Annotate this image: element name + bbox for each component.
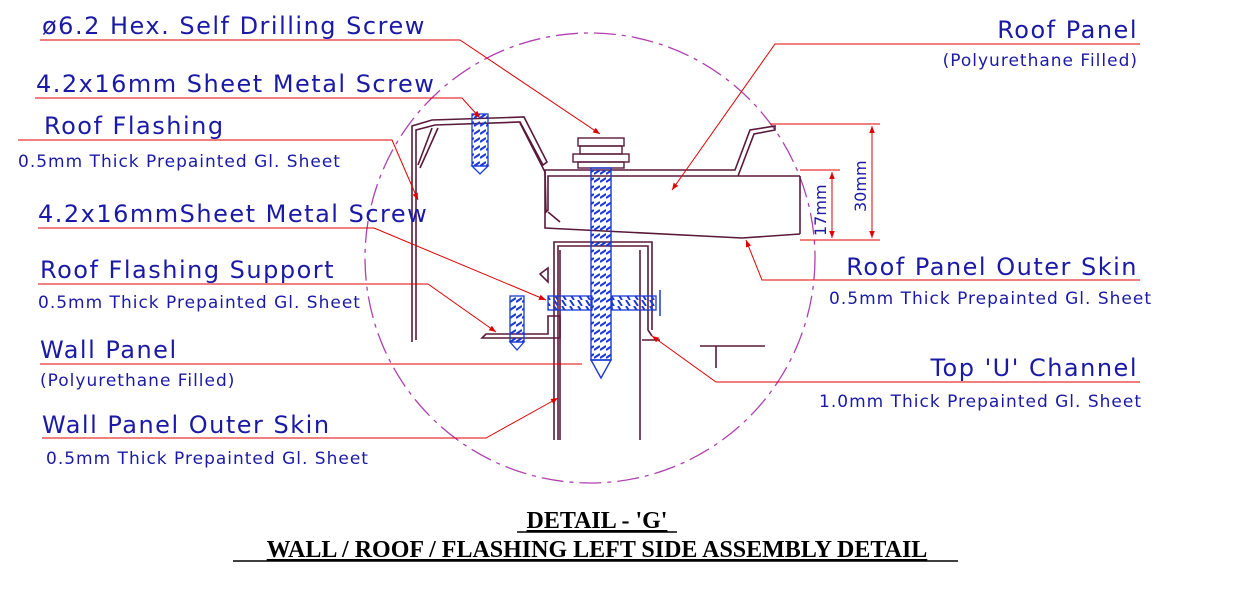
label-top-u-channel: Top 'U' Channel [929,354,1138,382]
label-flashing-support-spec: 0.5mm Thick Prepainted Gl. Sheet [38,293,361,313]
leader-lines [18,39,1140,439]
label-wall-outer-skin: Wall Panel Outer Skin [42,411,331,439]
u-channel-shape [557,245,653,440]
label-roof-flashing-spec: 0.5mm Thick Prepainted Gl. Sheet [18,152,341,172]
label-sheet-screw-top: 4.2x16mm Sheet Metal Screw [36,70,435,98]
detail-subtitle: WALL / ROOF / FLASHING LEFT SIDE ASSEMBL… [267,537,928,563]
dim-partial: 17mm [811,184,830,236]
label-roof-panel: Roof Panel [997,16,1138,44]
dim-total: 30mm [851,160,870,212]
dimension-lines [770,123,880,241]
label-sheet-screw-mid: 4.2x16mmSheet Metal Screw [38,200,428,228]
label-roof-outer-skin-spec: 0.5mm Thick Prepainted Gl. Sheet [829,289,1152,309]
sheet-metal-screw-horizontal [547,290,661,316]
roof-flashing-shape [411,116,549,342]
label-roof-flashing: Roof Flashing [44,112,225,140]
hex-self-drilling-screw [572,137,630,380]
label-hex-screw: ø6.2 Hex. Self Drilling Screw [42,12,426,40]
label-roof-outer-skin: Roof Panel Outer Skin [846,253,1138,281]
label-wall-panel-sub: (Polyurethane Filled) [40,371,235,391]
sheet-metal-screw-top [470,113,490,175]
label-flashing-support: Roof Flashing Support [40,256,335,284]
label-roof-panel-sub: (Polyurethane Filled) [943,51,1138,71]
roof-panel-shape [544,125,776,214]
detail-circle [364,32,816,484]
structure [411,116,801,440]
sheet-metal-screw-lower [508,295,526,351]
detail-title: DETAIL - 'G' [527,508,668,534]
label-top-u-channel-spec: 1.0mm Thick Prepainted Gl. Sheet [819,392,1142,412]
label-wall-panel: Wall Panel [40,336,178,364]
label-wall-outer-skin-spec: 0.5mm Thick Prepainted Gl. Sheet [46,449,369,469]
roof-panel-body [544,172,801,239]
